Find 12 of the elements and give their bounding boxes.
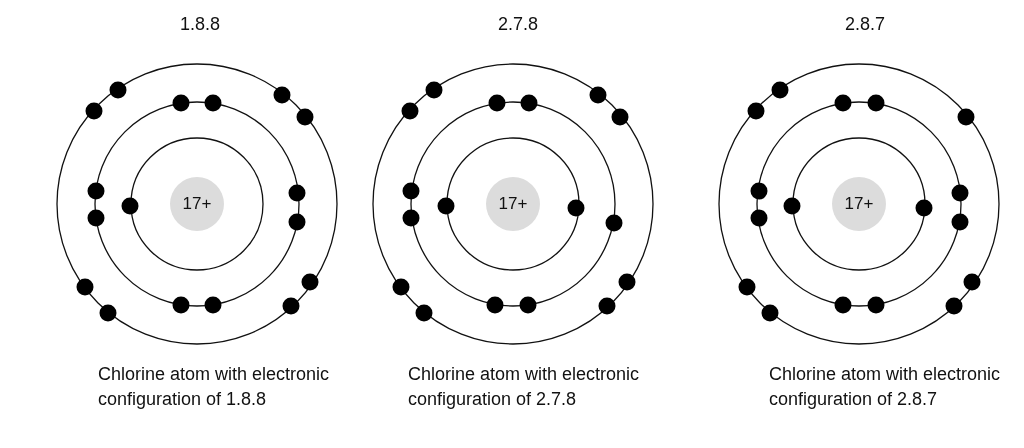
- configuration-title: 2.7.8: [496, 13, 539, 36]
- nucleus-circle: [486, 177, 540, 231]
- caption-text: Chlorine atom with electronic configuration of 2.7.8: [408, 363, 641, 411]
- caption-text: Chlorine atom with electronic configuration of 2.8.7: [769, 363, 1002, 411]
- configuration-title: 2.8.7: [843, 13, 886, 36]
- configuration-title: 1.8.8: [178, 13, 221, 36]
- nucleus-circle: [170, 177, 224, 231]
- nucleus-charge: 17+: [498, 194, 528, 214]
- nucleus-circle: [832, 177, 886, 231]
- nucleus-charge: 17+: [844, 194, 874, 214]
- caption-text: Chlorine atom with electronic configuration of 1.8.8: [98, 363, 331, 411]
- nucleus-charge: 17+: [182, 194, 212, 214]
